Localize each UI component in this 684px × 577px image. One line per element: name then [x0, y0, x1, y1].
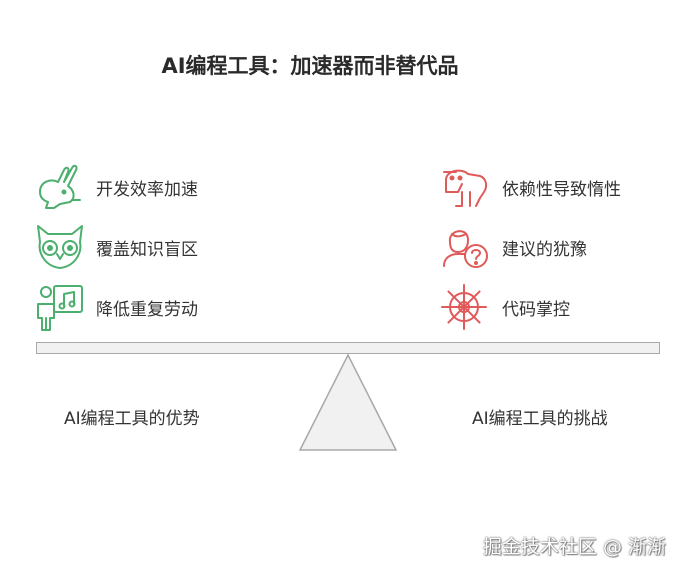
challenge-item-dependency: 依赖性导致惰性	[440, 162, 621, 212]
rabbit-icon	[39, 164, 81, 209]
ship-wheel-icon	[441, 284, 487, 330]
advantages-heading: AI编程工具的优势	[64, 409, 200, 429]
challenge-item-control: 代码掌控	[440, 282, 570, 332]
watermark: 掘金技术社区 @ 渐渐	[482, 536, 666, 558]
challenge-label: 依赖性导致惰性	[502, 179, 621, 200]
seesaw-fulcrum	[298, 353, 398, 451]
advantage-item-repetition: 降低重复劳动	[34, 282, 198, 332]
advantage-item-efficiency: 开发效率加速	[34, 162, 198, 212]
challenges-heading: AI编程工具的挑战	[472, 409, 608, 429]
owl-icon	[37, 225, 83, 269]
advantage-item-knowledge: 覆盖知识盲区	[34, 222, 198, 272]
advantage-label: 降低重复劳动	[96, 299, 198, 320]
diagram-title: AI编程工具：加速器而非替代品	[161, 54, 459, 78]
person-question-icon	[443, 230, 488, 268]
advantage-label: 开发效率加速	[96, 179, 198, 200]
teacher-board-icon	[37, 285, 83, 331]
challenge-label: 建议的犹豫	[502, 239, 587, 260]
advantage-label: 覆盖知识盲区	[96, 239, 198, 260]
challenge-item-hesitation: 建议的犹豫	[440, 222, 587, 272]
sloth-icon	[443, 169, 488, 207]
challenge-label: 代码掌控	[502, 299, 570, 320]
